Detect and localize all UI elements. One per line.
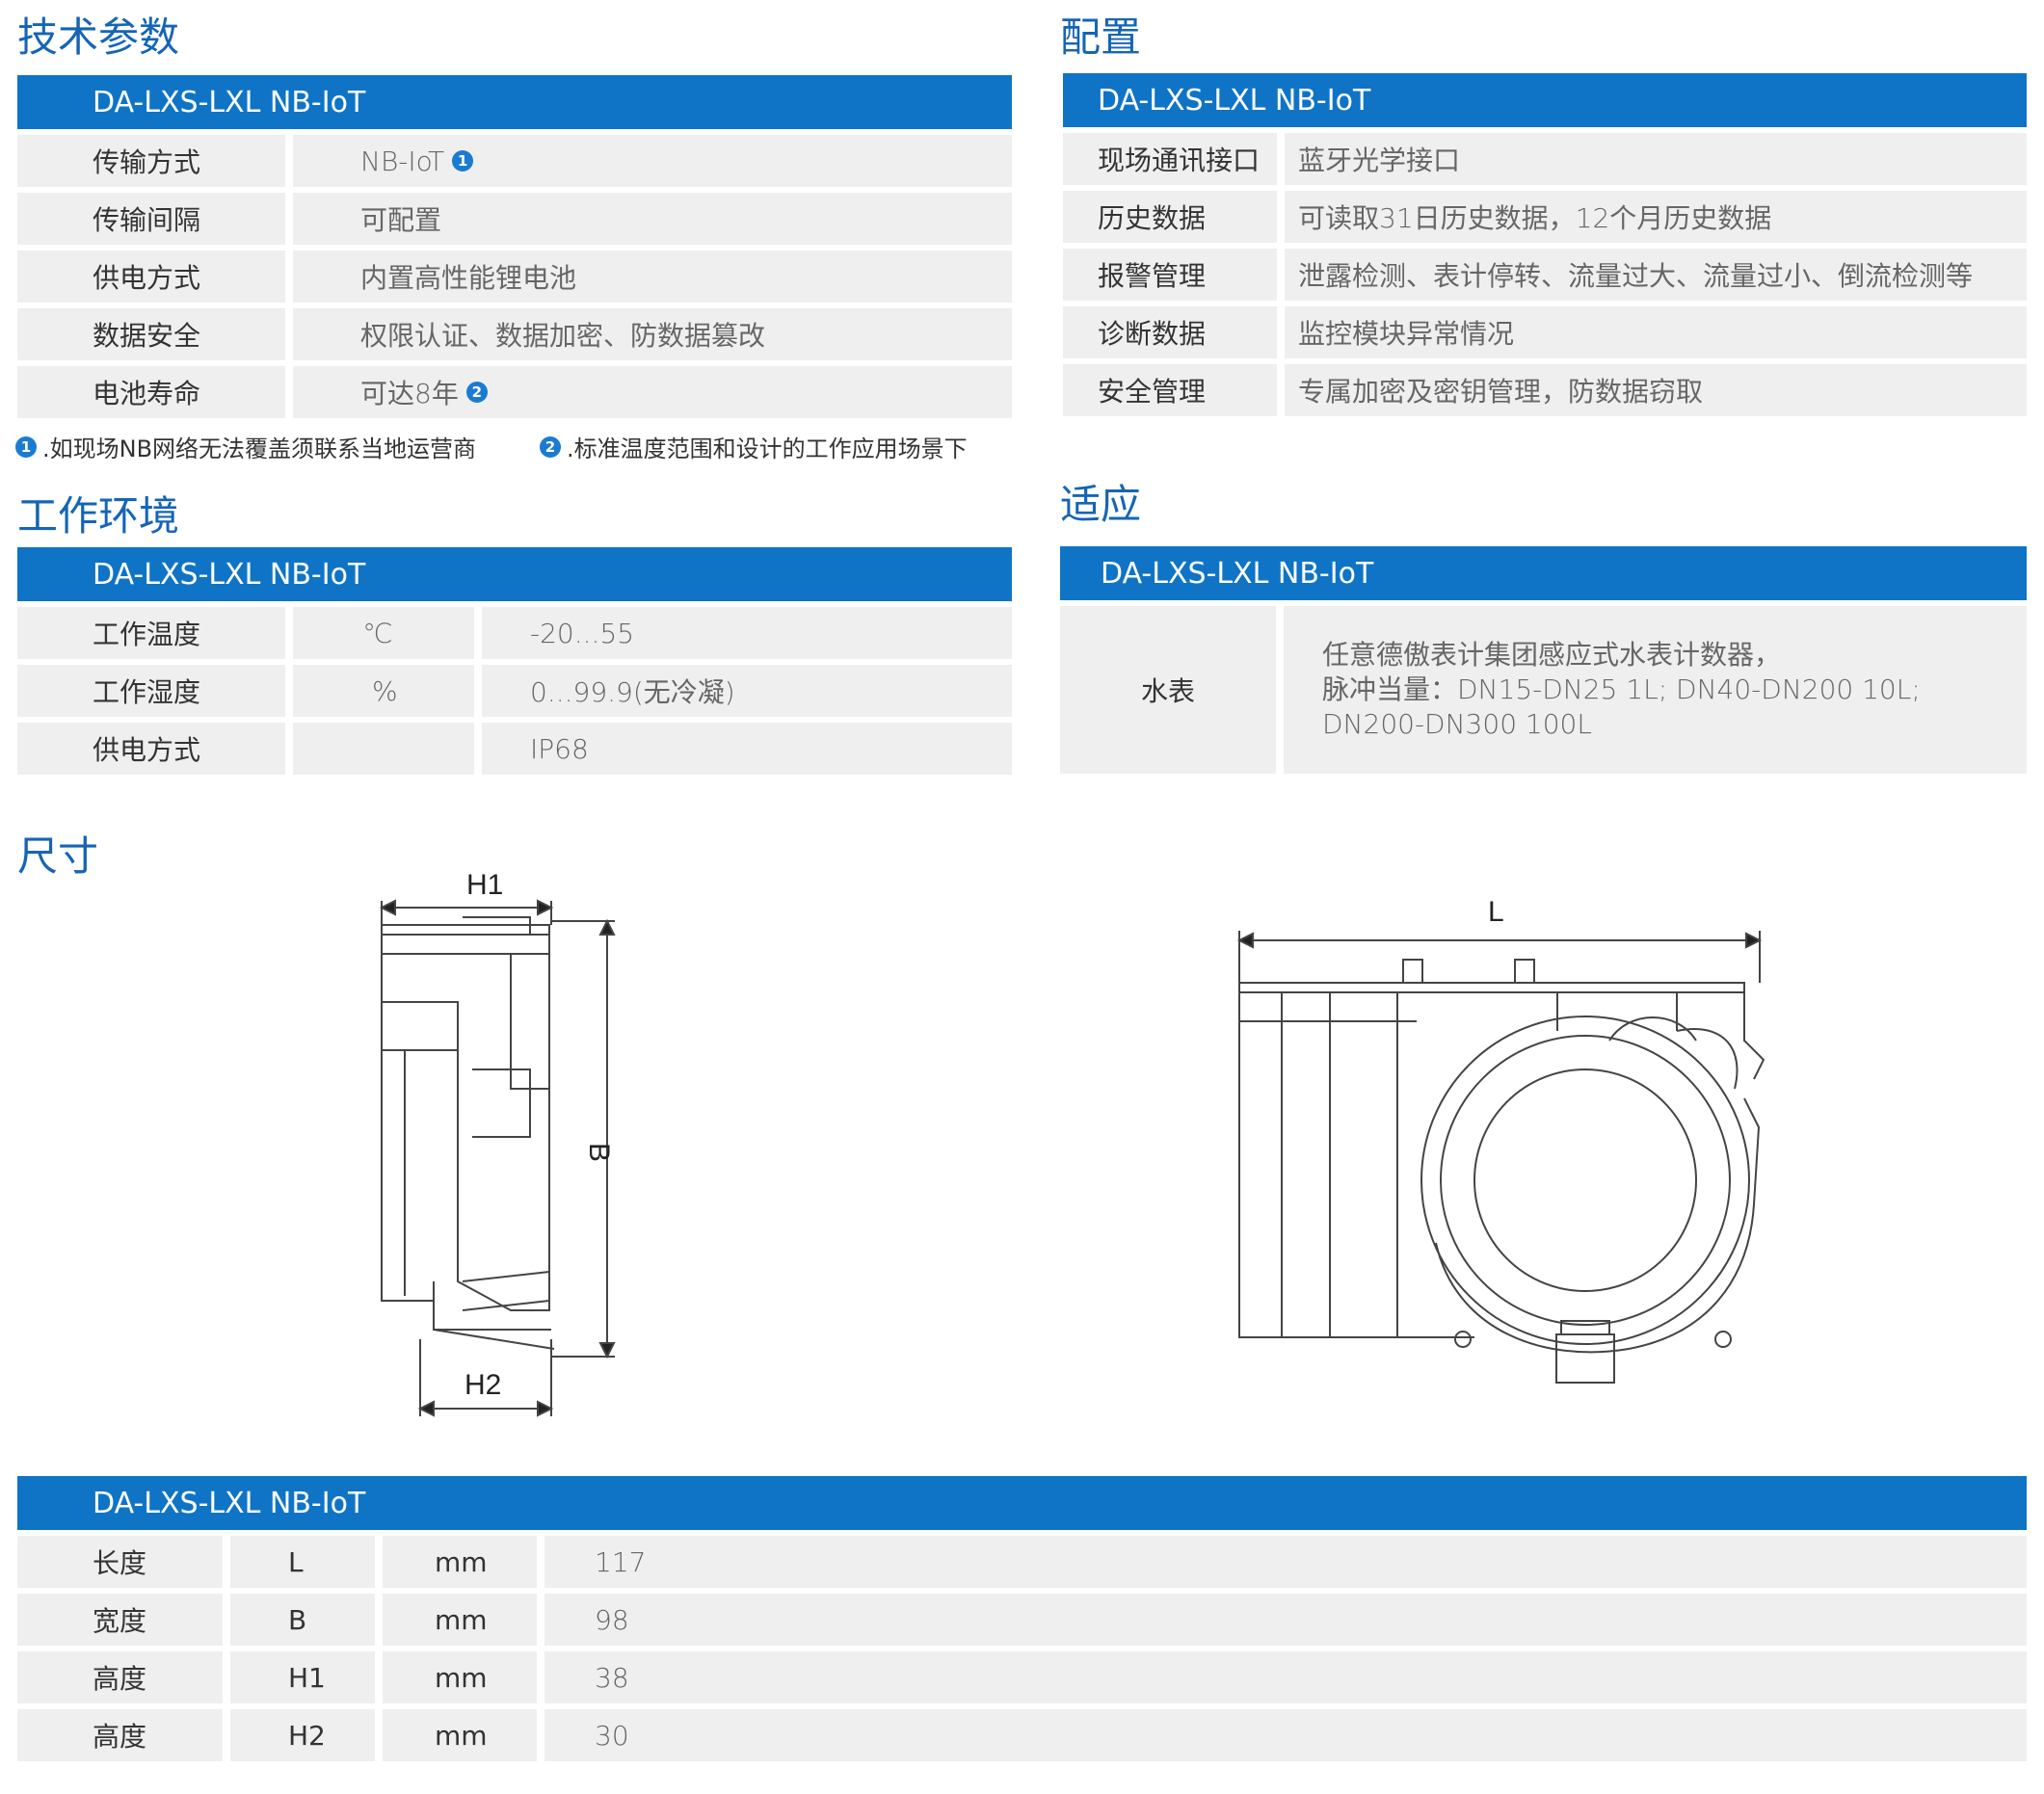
row-value: 117 (544, 1536, 2027, 1588)
side-view-drawing: H1 B H2 (379, 869, 616, 1417)
row-unit: ℃ (293, 607, 474, 659)
footnote-badge-icon: 2 (540, 435, 561, 458)
dims-section-title: 尺寸 (17, 832, 99, 880)
row-label: 历史数据 (1063, 191, 1277, 243)
row-unit: mm (383, 1594, 537, 1646)
row-value: 内置高性能锂电池 (293, 251, 1012, 303)
table-row: 工作湿度 % 0...99.9(无冷凝) (17, 665, 1012, 717)
front-view-drawing: L (1236, 896, 1765, 1384)
row-name: 宽度 (17, 1594, 223, 1646)
h1-label: H1 (466, 869, 503, 901)
row-value: IP68 (482, 723, 1012, 775)
tech-section-title: 技术参数 (17, 13, 180, 61)
row-value: 权限认证、数据加密、防数据篡改 (293, 308, 1012, 360)
row-unit: mm (383, 1536, 537, 1588)
adapt-table: DA-LXS-LXL NB-IoT 水表 任意德傲表计集团感应式水表计数器， 脉… (1060, 546, 2027, 774)
b-label: B (583, 1143, 615, 1162)
row-label: 传输方式 (17, 135, 285, 187)
row-value: 监控模块异常情况 (1285, 306, 2027, 358)
table-row: 电池寿命 可达8年 2 (17, 366, 1012, 418)
env-table: DA-LXS-LXL NB-IoT 工作温度 ℃ -20...55 工作湿度 %… (17, 547, 1012, 775)
row-value: 任意德傲表计集团感应式水表计数器， 脉冲当量：DN15-DN25 1L; DN4… (1284, 606, 2027, 774)
row-value: 98 (544, 1594, 2027, 1646)
config-section-title: 配置 (1060, 13, 1142, 61)
value-text: NB-IoT (360, 145, 445, 177)
table-row: 供电方式 IP68 (17, 723, 1012, 775)
row-value: 可读取31日历史数据，12个月历史数据 (1285, 191, 2027, 243)
table-row: 现场通讯接口 蓝牙光学接口 (1063, 133, 2027, 185)
table-row: 历史数据 可读取31日历史数据，12个月历史数据 (1063, 191, 2027, 243)
env-table-header: DA-LXS-LXL NB-IoT (17, 547, 1012, 601)
row-symbol: B (230, 1594, 375, 1646)
row-unit: % (293, 665, 474, 717)
table-row: 数据安全 权限认证、数据加密、防数据篡改 (17, 308, 1012, 360)
footnote-badge-icon: 1 (15, 435, 37, 458)
l-label: L (1488, 896, 1504, 928)
row-symbol: H1 (230, 1651, 375, 1703)
row-value: -20...55 (482, 607, 1012, 659)
table-row: 诊断数据 监控模块异常情况 (1063, 306, 2027, 358)
row-unit: mm (383, 1709, 537, 1761)
row-name: 高度 (17, 1651, 223, 1703)
config-table: DA-LXS-LXL NB-IoT 现场通讯接口 蓝牙光学接口 历史数据 可读取… (1063, 73, 2027, 416)
dims-table: DA-LXS-LXL NB-IoT 长度 L mm 117 宽度 B mm 98… (17, 1476, 2027, 1761)
row-value: NB-IoT 1 (293, 135, 1012, 187)
table-row: 供电方式 内置高性能锂电池 (17, 251, 1012, 303)
table-row: 安全管理 专属加密及密钥管理，防数据窃取 (1063, 364, 2027, 416)
row-label: 现场通讯接口 (1063, 133, 1277, 185)
table-row: 传输方式 NB-IoT 1 (17, 135, 1012, 187)
row-label: 供电方式 (17, 723, 285, 775)
footnote-text: .标准温度范围和设计的工作应用场景下 (567, 435, 968, 462)
row-label: 供电方式 (17, 251, 285, 303)
h2-label: H2 (465, 1369, 501, 1401)
footnote-badge-icon: 2 (465, 382, 488, 403)
table-row: 长度 L mm 117 (17, 1536, 2027, 1588)
value-line: 任意德傲表计集团感应式水表计数器， (1322, 639, 1782, 671)
row-value: 专属加密及密钥管理，防数据窃取 (1285, 364, 2027, 416)
row-name: 高度 (17, 1709, 223, 1761)
table-row: 传输间隔 可配置 (17, 193, 1012, 245)
footnote-badge-icon: 1 (452, 150, 474, 171)
row-label: 电池寿命 (17, 366, 285, 418)
row-name: 长度 (17, 1536, 223, 1588)
adapt-section-title: 适应 (1060, 481, 1142, 528)
footnote-1: 1 .如现场NB网络无法覆盖须联系当地运营商 (15, 430, 476, 463)
row-value: 30 (544, 1709, 2027, 1761)
row-label: 水表 (1060, 606, 1276, 774)
footnote-text: .如现场NB网络无法覆盖须联系当地运营商 (42, 435, 477, 462)
table-row: 高度 H2 mm 30 (17, 1709, 2027, 1761)
table-row: 工作温度 ℃ -20...55 (17, 607, 1012, 659)
row-label: 数据安全 (17, 308, 285, 360)
row-value: 可达8年 2 (293, 366, 1012, 418)
row-label: 安全管理 (1063, 364, 1277, 416)
value-line: DN200-DN300 100L (1322, 708, 1592, 740)
config-table-header: DA-LXS-LXL NB-IoT (1063, 73, 2027, 127)
footnote-2: 2 .标准温度范围和设计的工作应用场景下 (540, 430, 968, 463)
row-value: 泄露检测、表计停转、流量过大、流量过小、倒流检测等 (1285, 249, 2027, 301)
row-value: 38 (544, 1651, 2027, 1703)
table-row: 宽度 B mm 98 (17, 1594, 2027, 1646)
dims-table-header: DA-LXS-LXL NB-IoT (17, 1476, 2027, 1530)
table-row: 水表 任意德傲表计集团感应式水表计数器， 脉冲当量：DN15-DN25 1L; … (1060, 606, 2027, 774)
value-text: 可达8年 (360, 378, 459, 409)
row-label: 工作湿度 (17, 665, 285, 717)
env-section-title: 工作环境 (17, 492, 180, 540)
row-label: 传输间隔 (17, 193, 285, 245)
row-label: 工作温度 (17, 607, 285, 659)
row-symbol: L (230, 1536, 375, 1588)
row-value: 0...99.9(无冷凝) (482, 665, 1012, 717)
value-line: 脉冲当量：DN15-DN25 1L; DN40-DN200 10L; (1322, 673, 1921, 705)
row-value: 可配置 (293, 193, 1012, 245)
tech-table: DA-LXS-LXL NB-IoT 传输方式 NB-IoT 1 传输间隔 可配置… (17, 75, 1012, 418)
row-symbol: H2 (230, 1709, 375, 1761)
row-unit: mm (383, 1651, 537, 1703)
row-label: 报警管理 (1063, 249, 1277, 301)
adapt-table-header: DA-LXS-LXL NB-IoT (1060, 546, 2027, 600)
row-value: 蓝牙光学接口 (1285, 133, 2027, 185)
row-unit (293, 723, 474, 775)
table-row: 高度 H1 mm 38 (17, 1651, 2027, 1703)
table-row: 报警管理 泄露检测、表计停转、流量过大、流量过小、倒流检测等 (1063, 249, 2027, 301)
row-label: 诊断数据 (1063, 306, 1277, 358)
tech-table-header: DA-LXS-LXL NB-IoT (17, 75, 1012, 129)
